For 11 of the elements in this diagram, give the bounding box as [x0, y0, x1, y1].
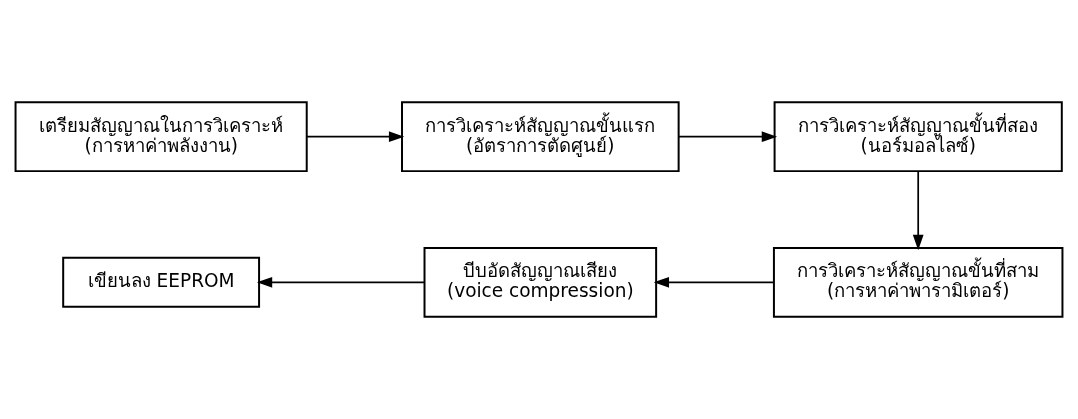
- node-box: บีบอัดสัญญาณเสียง (voice compression): [423, 246, 658, 318]
- node-box: เขียนลง EEPROM: [62, 256, 261, 308]
- node-box: เตรียมสัญญาณในการวิเคราะห์ (การหาค่าพลังงาน): [14, 101, 308, 173]
- arrow: [256, 276, 426, 288]
- node-box: การวิเคราะห์สัญญาณขั้นที่สาม (การหาค่าพารามิเตอร์): [772, 246, 1064, 318]
- node-box: การวิเคราะห์สัญญาณขั้นที่สอง (นอร์มอลไลซ์): [773, 101, 1063, 173]
- arrow: [912, 170, 924, 251]
- node-box: การวิเคราะห์สัญญาณขั้นแรก (อัตราการตัดศูนย์): [401, 101, 680, 173]
- arrow: [653, 276, 775, 288]
- arrow: [306, 131, 405, 143]
- arrow: [677, 131, 778, 143]
